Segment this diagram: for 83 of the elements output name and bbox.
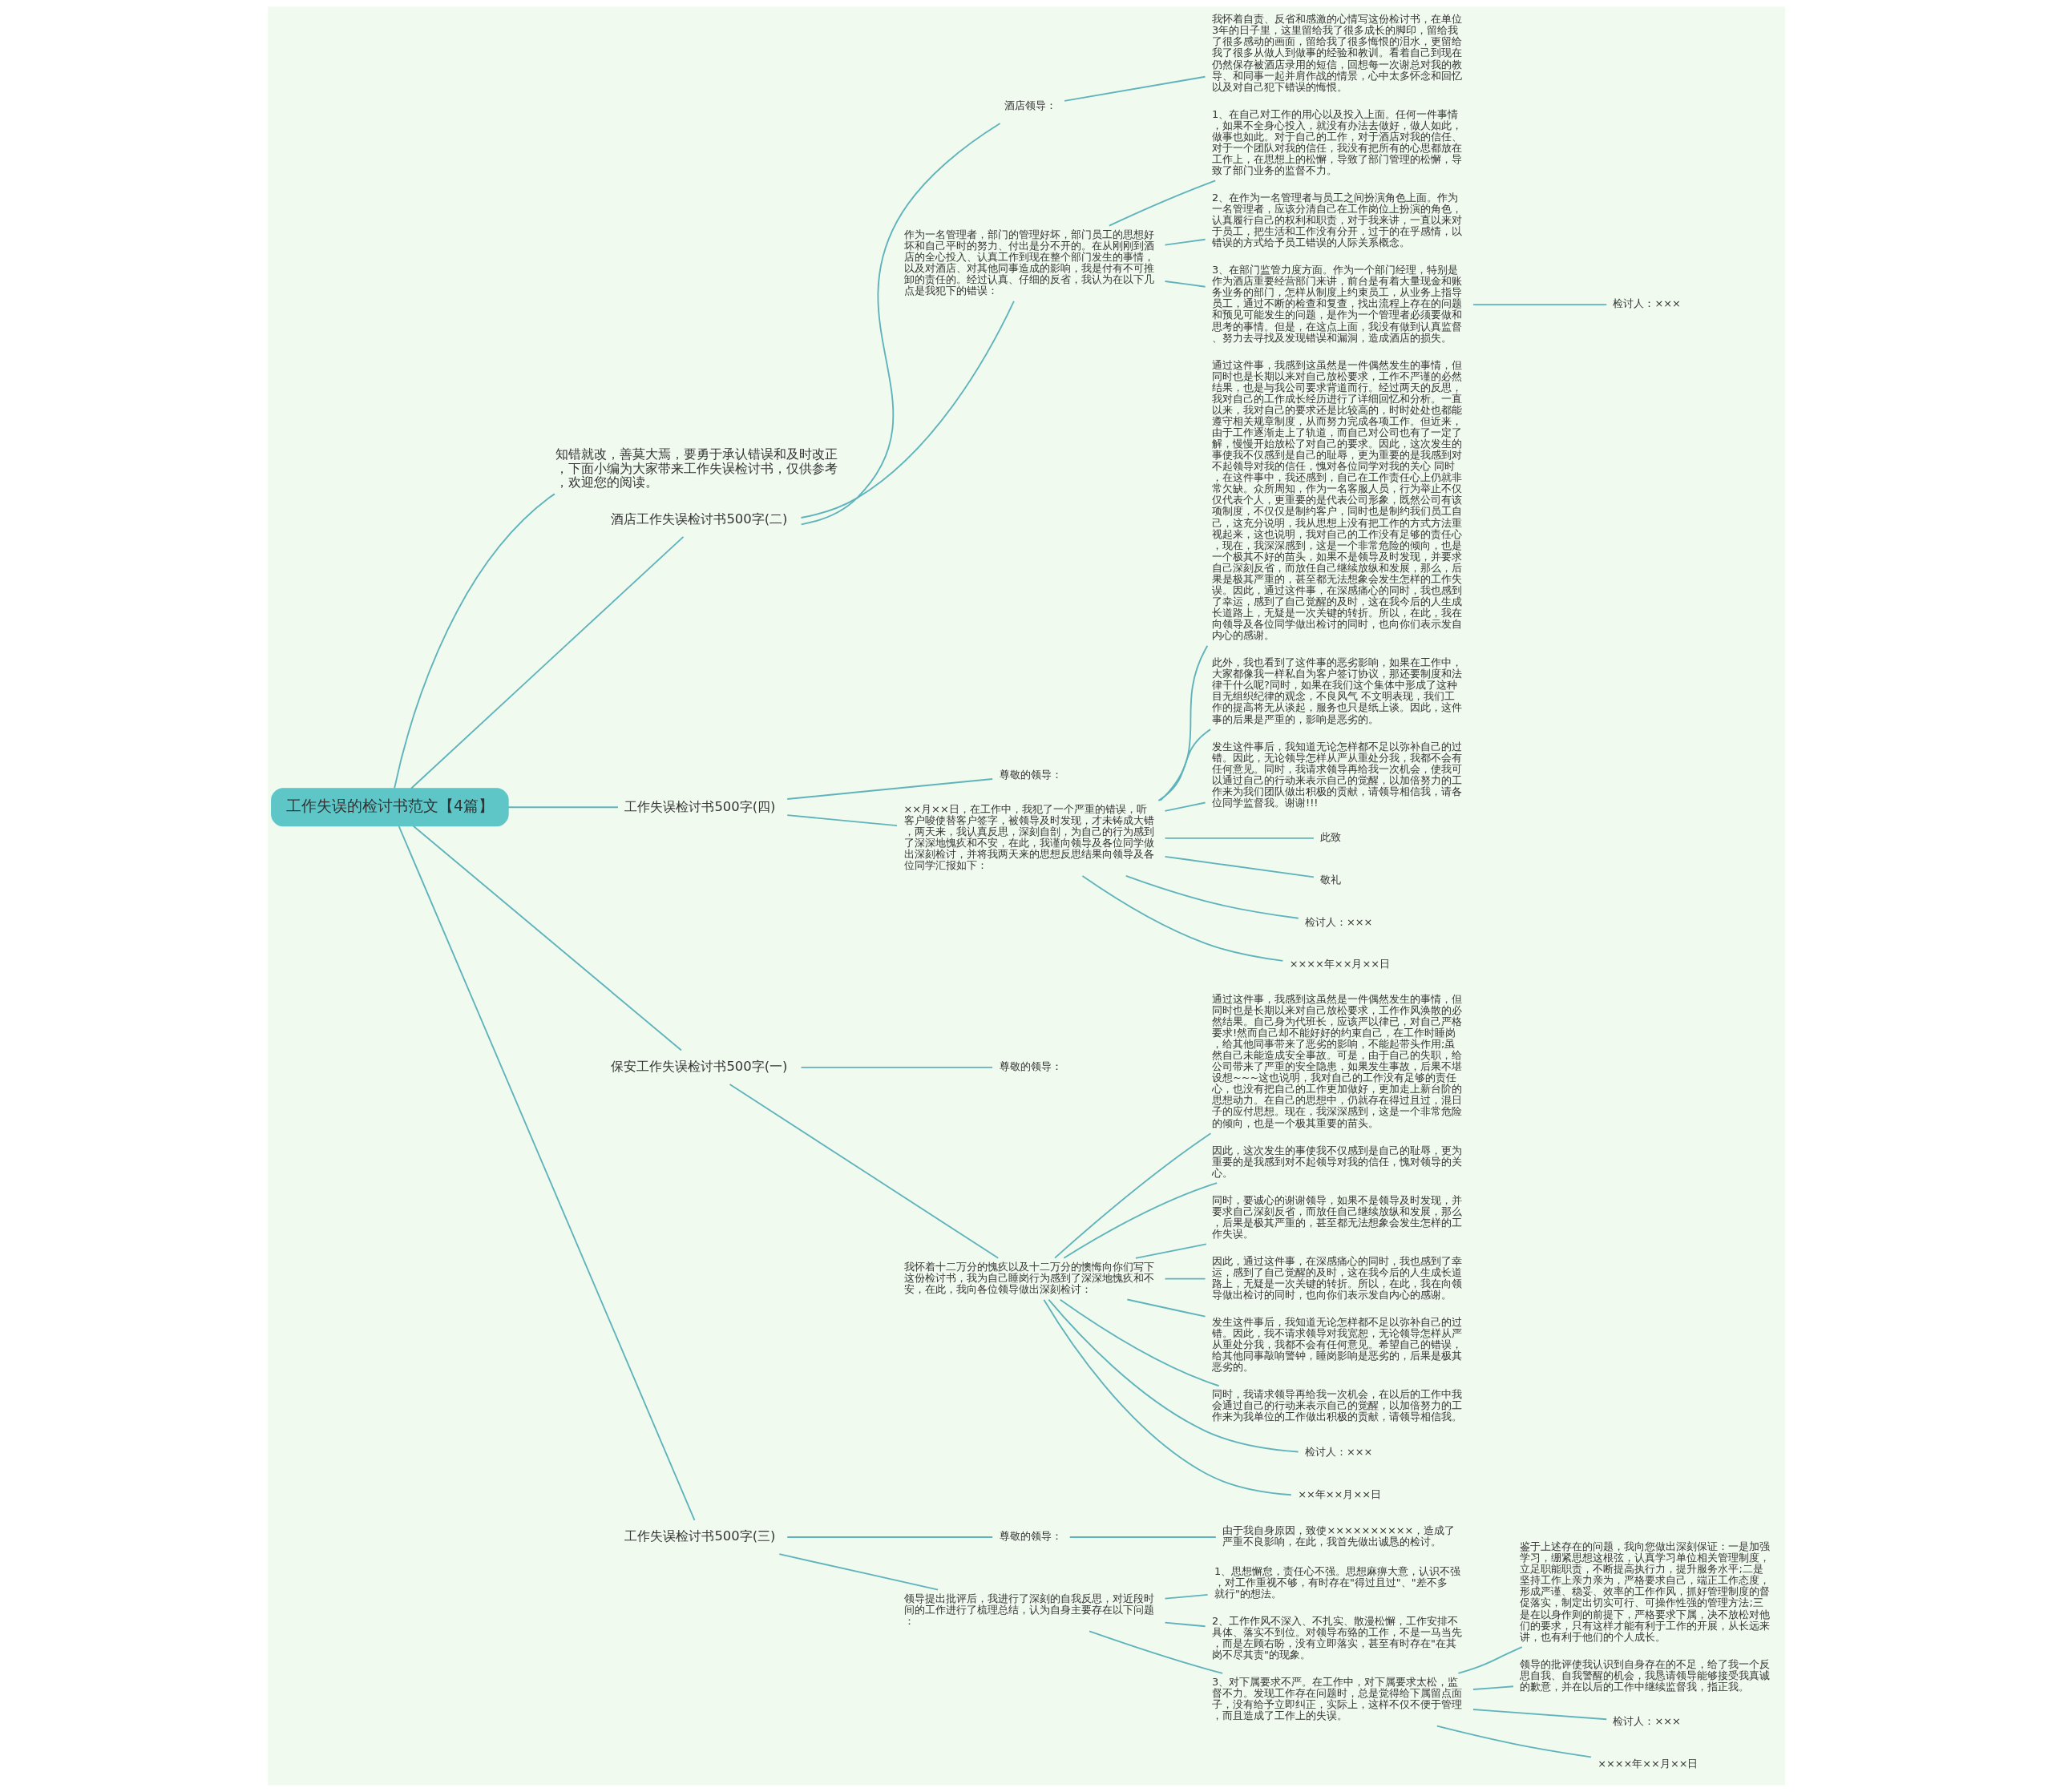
node-text: ××××年××月××日 — [1289, 958, 1390, 971]
connector — [1134, 1243, 1207, 1259]
connector — [800, 300, 1015, 519]
node-text: 尊敬的领导： — [999, 1060, 1062, 1073]
connector — [1157, 729, 1211, 801]
node-text: 由于我自身原因，致使××××××××××，造成了严重不良影响，在此，我首先做出诚恳的检讨。 — [1222, 1524, 1455, 1548]
connector — [412, 825, 682, 1051]
connector — [1088, 1630, 1223, 1674]
node-text: 我怀着十二万分的愧疚以及十二万分的懊悔向你们写下这份检讨书，我为自己睡岗行为感到了深深地愧疚和不安，在此，我向各位领导做出深刻检讨： — [903, 1260, 1154, 1295]
connector — [1472, 1685, 1514, 1690]
node-text: 酒店领导： — [1004, 99, 1056, 112]
node-text: ××××年××月××日 — [1597, 1757, 1698, 1770]
node-text: 3、在部门监管力度方面。作为一个部门经理，特别是作为酒店重要经营部门来讲，前台是有着大量现金和账务业务的部门，怎样从制度上约束员工，从业务上指导员工，通过不断的检查和复查，找出流程上存在的问题和预见可能发生的问题，是作为一个管理者必须要做和思考的事情。但是，在这点上面，我没有做到认真监督、努力去寻找及发现错误和漏洞，造成酒店的损失。 — [1211, 264, 1462, 344]
node-text: 发生这件事后，我知道无论怎样都不足以弥补自己的过错。因此，无论领导怎样从严从重处分我，我都不会有任何意见。同时，我请求领导再给我一次机会，使我可以通过自己的行动来表示自己的觉醒，以加倍努力的工作来为我们团队做出积极的贡献，请领导相信我，请各位同学监督我。谢谢!!! — [1211, 740, 1462, 809]
connector — [1164, 837, 1315, 839]
connector — [1068, 1536, 1217, 1538]
node-text: 此外，我也看到了这件事的恶劣影响，如果在工作中，大家都像我一样私自为客户签订协议，那还要制度和法律干什么呢?同时，如果在我们这个集体中形成了这种目无组织纪律的观念，不良风气 不文明表现，我们工作的提高将无从谈起，服务也只是纸上谈。因此，这件事的后果是严重的，影响是恶劣的。 — [1211, 656, 1462, 725]
node-text: 因此，通过这件事，在深感痛心的同时，我也感到了幸运，感到了自己觉醒的及时，这在我今后的人生成长道路上，无疑是一次关键的转折。所以，在此，我在向领导做出检讨的同时，也向你们表示发自内心的感谢。 — [1211, 1254, 1462, 1302]
node-text: 1、思想懈怠，责任心不强。思想麻痹大意，认识不强，对工作重视不够，有时存在"得过且过"、"差不多就行"的想法。 — [1214, 1564, 1460, 1600]
connector — [1062, 1182, 1218, 1259]
connector — [800, 1066, 993, 1068]
node-text: 尊敬的领导： — [999, 768, 1062, 781]
connector — [1472, 304, 1607, 306]
connector — [1164, 801, 1206, 812]
connector — [1063, 75, 1206, 102]
node-text: 通过这件事，我感到这虽然是一件偶然发生的事情，但同时也是长期以来对自己放松要求，工作不严谨的必然结果，也是与我公司要求背道而行。经过两天的反思，我对自己的工作成长经历进行了详细回忆和分析。一直以来，我对自己的要求还是比较高的，时时处处也都能遵守相关规章制度，从而努力完成各项工作。但近来，由于工作逐渐走上了轨道，而自己对公司也有了一定了解，慢慢开始放松了对自己的要求。因此，这次发生的事使我不仅感到是自己的耻辱，更为重要的是我感到对不起领导对我的信任，愧对各位同学对我的关心 同时，在这件事中，我还感到，自己在工作责任心上仍就非常欠缺。众所周知，作为一名客服人员，行为举止不仅仅代表个人，更重要的是代表公司形象，既然公司有该项制度，不仅仅是制约客户，同时也是制约我们员工自己，这充分说明，我从思想上没有把工作的方式方法重视起来，这也说明，我对自己的工作没有足够的责任心，现在，我深深感到，这是一个非常危险的倾向，也是一个极其不好的苗头，如果不是领导及时发现，并要求自己深刻反省，而放任自己继续放纵和发展，那么，后果是极其严重的，甚至都无法想象会发生怎样的工作失误。因此，通过这件事，在深感痛心的同时，我也感到了幸运，感到了自己觉醒的及时，这在我今后的人生成长道路上，无疑是一次关键的转折。所以，在此，我在向领导及各位同学做出检讨的同时，也向你们表示发自内心的感谢。 — [1211, 358, 1462, 642]
node-text: 此致 — [1319, 831, 1341, 844]
node-text: 3、对下属要求不严。在工作中，对下属要求太松，监督不力。发现工作存在问题时，总是觉得给下属留点面子，没有给予立即纠正，实际上，这样不仅不便于管理，而且造成了工作上的失误。 — [1211, 1675, 1462, 1722]
connector — [778, 1553, 939, 1591]
node-text: 工作失误检讨书500字(三) — [624, 1528, 775, 1544]
node-text: 我怀着自责、反省和感激的心情写这份检讨书，在单位3年的日子里，这里留给我了很多成长的脚印，留给我了很多感动的画面，留给我了很多悔恨的泪水，更留给我了很多从做人到做事的经验和教训。看着自己到现在仍然保存被酒店录用的短信，回想每一次谢总对我的教导、和同事一起并肩作战的情景，心中太多怀念和回忆以及对自己犯下错误的悔恨。 — [1211, 13, 1462, 93]
node-text: 检讨人：××× — [1613, 297, 1681, 310]
node-text: 领导的批评使我认识到自身存在的不足，给了我一个反思自我、自我警醒的机会，我恳请领导能够接受我真诚的歉意，并在以后的工作中继续监督我，指正我。 — [1519, 1657, 1770, 1693]
node-text: 检讨人：××× — [1304, 1445, 1372, 1458]
connector — [410, 535, 684, 789]
node-text: 作为一名管理者，部门的管理好坏，部门员工的思想好坏和自己平时的努力、付出是分不开的。在从刚刚到酒店的全心投入、认真工作到现在整个部门发生的事情，以及对酒店、对其他同事造成的影响，我是付有不可推卸的责任的。经过认真、仔细的反省，我认为在以下几点是我犯下的错误： — [903, 228, 1154, 297]
connector — [1059, 1298, 1220, 1387]
connector — [800, 123, 1001, 526]
node-text: 尊敬的领导： — [999, 1530, 1062, 1543]
connector — [729, 1084, 999, 1259]
node-text: 领导提出批评后，我进行了深刻的自我反思，对近段时间的工作进行了梳理总结，认为自身主要存在以下问题： — [903, 1592, 1154, 1627]
node-text: 发生这件事后，我知道无论怎样都不足以弥补自己的过错。因此，我不请求领导对我宽恕，无论领导怎样从严从重处分我，我都不会有任何意见。希望自己的错误，给其他同事敲响警钟，睡岗影响是恶劣的，后果是极其恶劣的。 — [1211, 1316, 1462, 1374]
node-text: 同时，我请求领导再给我一次机会，在以后的工作中我会通过自己的行动来表示自己的觉醒，以加倍努力的工作来为我单位的工作做出积极的贡献，请领导相信我。 — [1211, 1388, 1462, 1423]
connector — [393, 493, 555, 789]
connector — [786, 814, 898, 827]
connector — [1042, 1298, 1292, 1496]
node-text: 酒店工作失误检讨书500字(二) — [610, 511, 787, 527]
connector — [398, 825, 695, 1521]
node-text: 保安工作失误检讨书500字(一) — [610, 1059, 787, 1075]
node-text: 通过这件事，我感到这虽然是一件偶然发生的事情，但同时也是长期以来对自己放松要求，工作作风涣散的必然结果。自己身为代班长，应该严以律已，对自己严格要求!然而自己却不能好好的约束自己，在工作时睡岗，给其他同事带来了恶劣的影响，不能起带头作用;虽然自己未能造成安全事故。可是，由于自己的失职，给公司带来了严重的安全隐患，如果发生事故，后果不堪设想~~~这也说明，我对自己的工作没有足够的责任心，也没有把自己的工作更加做好，更加走上新台阶的思想动力。在自己的思想中，仍就存在得过且过，混日子的应付思想。现在，我深深感到，这是一个非常危险的倾向，也是一个极其重要的苗头。 — [1211, 992, 1462, 1129]
connector — [1436, 1725, 1592, 1758]
node-text: 1、在自己对工作的用心以及投入上面。任何一件事情，如果不全身心投入，就没有办法去做好，做人如此，做事也如此。对于自己的工作，对于酒店对我的信任、对于一个团队对我的信任，我没有把所有的心思都放在工作上，在思想上的松懈，导致了部门管理的松懈，导致了部门业务的监督不力。 — [1211, 107, 1462, 176]
connector — [507, 806, 619, 809]
node-text: 因此，这次发生的事使我不仅感到是自己的耻辱，更为重要的是我感到对不起领导对我的信任，愧对领导的关心。 — [1211, 1144, 1462, 1179]
connector — [1164, 238, 1206, 246]
node-text: 2、工作作风不深入、不扎实、散漫松懈，工作安排不具体、落实不到位。对领导布臵的工作，不是一马当先，而是左顾右盼，没有立即落实，甚至有时存在"在其岗不尽其责"的现象。 — [1211, 1614, 1462, 1661]
connector — [1164, 1594, 1209, 1600]
connector — [1164, 1621, 1206, 1628]
connector — [1164, 1277, 1206, 1280]
node-text: 工作失误检讨书500字(四) — [624, 798, 775, 814]
connector — [1164, 855, 1315, 878]
node-text: 2、在作为一名管理者与员工之间扮演角色上面。作为一名管理者，应该分清自己在工作岗位上扮演的角色，认真履行自己的权利和职责，对于我来讲，一直以来对于员工，把生活和工作没有分开，过于的在乎感情，以错误的方式给予员工错误的人际关系概念。 — [1211, 191, 1462, 249]
node-text: 检讨人：××× — [1613, 1715, 1681, 1728]
connector — [786, 1536, 993, 1538]
node-text: ××月××日，在工作中，我犯了一个严重的错误，听客户唆使替客户签字，被领导及时发现，才未铸成大错，两天来，我认真反思，深刻自剖，为自己的行为感到了深深地愧疚和不安，在此，我谨向领导及各位同学做出深刻检讨，并将我两天来的思想反思结果向领导及各位同学汇报如下： — [903, 803, 1154, 872]
node-text: ××年××月××日 — [1297, 1487, 1381, 1500]
connector — [786, 778, 993, 800]
connector — [1456, 1646, 1523, 1674]
node-text: 检讨人：××× — [1304, 915, 1372, 928]
connector — [1164, 281, 1206, 288]
node-text: 知错就改，善莫大焉，要勇于承认错误和及时改正，下面小编为大家带来工作失误检讨书，仅供参考，欢迎您的阅读。 — [555, 446, 838, 490]
connector — [1047, 1298, 1299, 1453]
connector — [1081, 875, 1283, 962]
node-text: 敬礼 — [1319, 873, 1341, 886]
connector — [1159, 644, 1208, 801]
node-text: 同时，要诚心的谢谢领导，如果不是领导及时发现，并要求自己深刻反省，而放任自己继续放纵和发展，那么，后果是极其严重的，甚至都无法想象会发生怎样的工作失误。 — [1211, 1193, 1462, 1240]
connector — [1108, 180, 1216, 227]
connector — [1125, 1298, 1206, 1318]
node-box: 工作失误的检讨书范文【4篇】 — [270, 788, 509, 827]
node-text: 鉴于上述存在的问题，我向您做出深刻保证：一是加强学习，绷紧思想这根弦，认真学习单位相关管理制度，立足职能职责，不断提高执行力，提升服务水平;二是坚持工作上亲力亲为，严格要求自己，端正工作态度，形成严谨、稳妥、效率的工作作风，抓好管理制度的督促落实，制定出切实可行、可操作性强的管理方法;三是在以身作则的前提下，严格要求下属，决不放松对他们的要求，只有这样才能有利于工作的开展，从长远来讲，也有利于他们的个人成长。 — [1519, 1540, 1770, 1643]
connector — [1053, 1132, 1211, 1259]
connector — [1472, 1709, 1607, 1721]
connector — [1125, 875, 1299, 919]
